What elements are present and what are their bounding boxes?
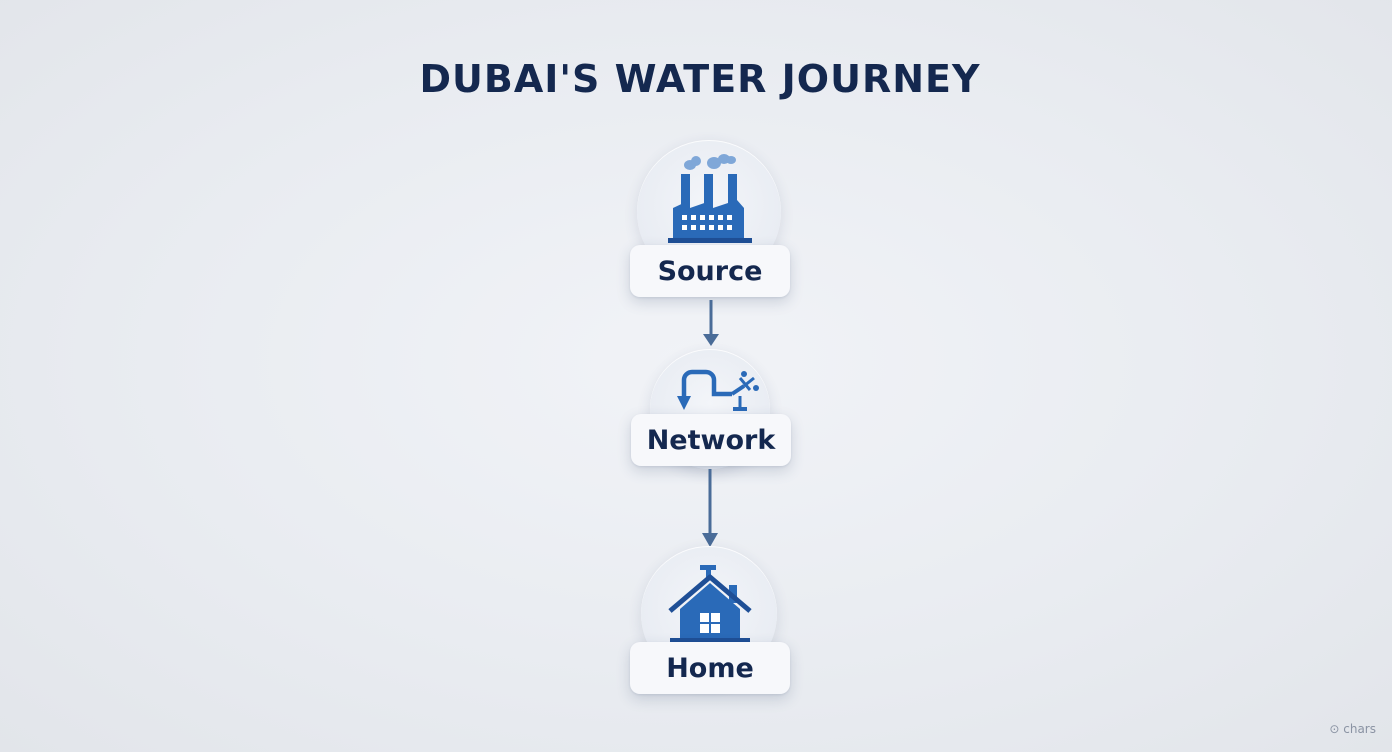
factory-icon xyxy=(668,154,752,243)
step-home-label: Home xyxy=(630,642,790,694)
step-source-label: Source xyxy=(630,245,790,297)
house-icon xyxy=(668,565,752,642)
watermark: ⊙ chars xyxy=(1329,722,1376,736)
arrow-network-to-home xyxy=(702,469,718,547)
step-network-label: Network xyxy=(631,414,791,466)
arrow-source-to-network xyxy=(703,300,719,346)
watermark-icon: ⊙ xyxy=(1329,722,1340,736)
pipe-network-icon xyxy=(677,369,759,411)
watermark-text: chars xyxy=(1343,722,1376,736)
page-title: DUBAI'S WATER JOURNEY xyxy=(419,57,981,101)
